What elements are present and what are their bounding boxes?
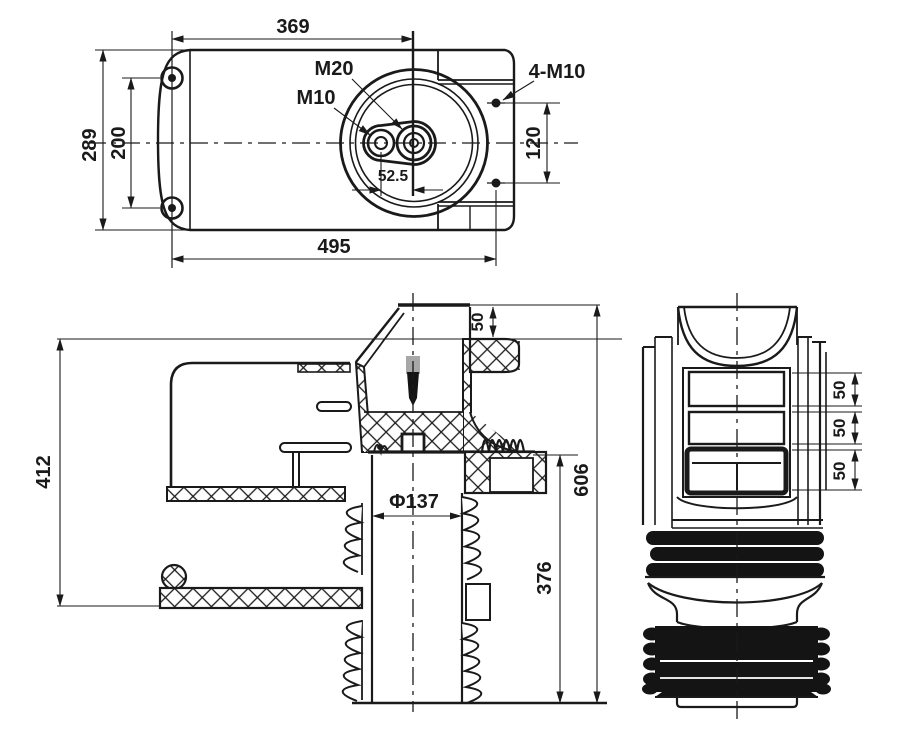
bottom-plate xyxy=(57,563,364,610)
dim-495-label: 495 xyxy=(317,236,350,258)
label-m10: M10 xyxy=(297,87,336,109)
inner-fin-upper xyxy=(316,401,352,412)
side-dimensions xyxy=(792,372,862,491)
right-flange xyxy=(463,450,578,495)
dim-369-label: 369 xyxy=(276,16,309,38)
window-3 xyxy=(684,446,789,496)
dim-120-label: 120 xyxy=(523,126,545,159)
casing-walls xyxy=(641,336,827,528)
dim-phi137-label: Φ137 xyxy=(389,491,439,513)
label-4m10: 4-M10 xyxy=(529,61,586,83)
dim-412-label: 412 xyxy=(33,455,55,488)
dim-52-5-label: 52.5 xyxy=(378,168,409,185)
top-view-dimensions xyxy=(99,35,551,263)
sheds-right-upper xyxy=(459,496,483,581)
section-view: 412 50 Φ137 376 606 xyxy=(33,293,622,712)
inner-fin-lower xyxy=(279,442,352,453)
dim-200-label: 200 xyxy=(108,126,130,159)
insulator-cylinder xyxy=(341,455,607,705)
section-dimensions xyxy=(56,304,601,704)
sheds-left-upper xyxy=(342,505,365,573)
contact-arm-block xyxy=(468,337,521,374)
dim-50-window1-label: 50 xyxy=(830,381,849,400)
upper-bellows xyxy=(646,531,824,577)
side-view: 50 50 50 xyxy=(641,293,862,720)
dim-50-top-label: 50 xyxy=(468,313,487,332)
dim-606-label: 606 xyxy=(571,463,593,496)
label-m20: M20 xyxy=(315,58,354,80)
top-view: 369 289 200 495 120 52.5 M20 M10 4-M10 xyxy=(79,16,585,268)
dim-50-window2-label: 50 xyxy=(830,419,849,438)
dim-289-label: 289 xyxy=(79,128,101,161)
dim-50-window3-label: 50 xyxy=(830,462,849,481)
sheds-right-lower xyxy=(459,622,483,704)
sheds-left-lower xyxy=(341,620,365,702)
tank-box xyxy=(166,361,352,502)
dim-376-label: 376 xyxy=(534,561,556,594)
